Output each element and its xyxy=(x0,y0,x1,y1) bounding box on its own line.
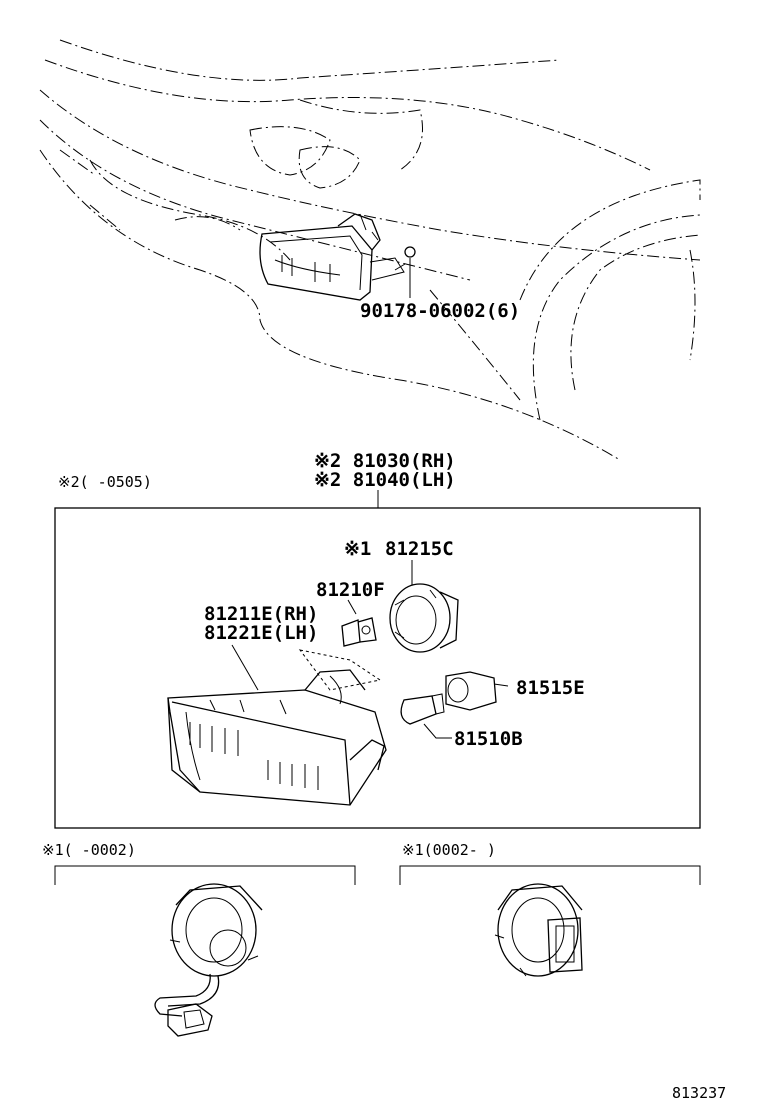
socket-part-number: 81215C xyxy=(385,538,454,560)
bolt-part-number: 90178-06002(6) xyxy=(360,300,520,322)
small-socket-part-number: 81515E xyxy=(516,677,585,699)
assembly-lh-part-number: ※2 81040(LH) xyxy=(314,469,456,491)
bulb-main-part-number: 81210F xyxy=(316,579,385,601)
right-variant-bracket xyxy=(399,865,701,885)
fog-lamp-housing xyxy=(167,669,387,806)
small-bulb-part-number: 81510B xyxy=(454,728,523,750)
vehicle-front-illustration xyxy=(39,39,701,461)
fog-lamp-on-vehicle xyxy=(259,225,373,301)
bolt-leader-line xyxy=(394,258,411,298)
left-variant-bracket xyxy=(54,865,356,885)
socket-variant-late xyxy=(494,883,583,977)
assembly-rh-part-number: ※2 81030(RH) xyxy=(314,450,456,472)
note-1-left-date-range: ※1( -0002) xyxy=(42,841,136,859)
diagram-number: 813237 xyxy=(672,1084,726,1102)
small-socket-81515e xyxy=(445,671,509,711)
halogen-bulb-81210f xyxy=(341,617,377,647)
lens-lh-part-number: 81221E(LH) xyxy=(204,622,318,644)
lens-rh-part-number: 81211E(RH) xyxy=(204,603,318,625)
bolt-icon xyxy=(404,246,416,258)
socket-variant-early xyxy=(154,883,263,1037)
small-bulb-81510b xyxy=(400,693,445,725)
assembly-box xyxy=(54,507,701,829)
note-2-date-range: ※2( -0505) xyxy=(58,473,152,491)
bulb-socket-81215c xyxy=(389,583,459,653)
note-1-right-date-range: ※1(0002- ) xyxy=(402,841,496,859)
socket-note: ※1 xyxy=(344,538,371,560)
